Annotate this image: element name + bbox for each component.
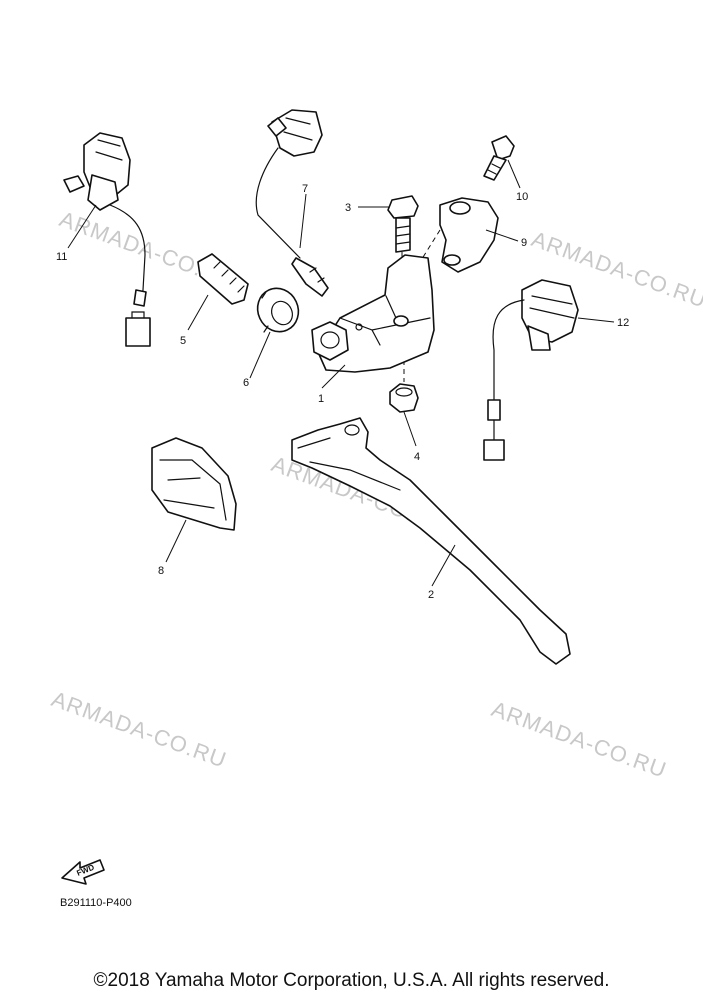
part-2-lever[interactable] xyxy=(291,417,571,665)
part-8-cover[interactable] xyxy=(151,437,237,531)
copyright-notice: ©2018 Yamaha Motor Corporation, U.S.A. A… xyxy=(93,970,610,991)
callout-2: 2 xyxy=(428,589,434,601)
fwd-arrow-icon: FWD xyxy=(61,859,105,885)
part-1-lever-holder[interactable] xyxy=(311,254,435,373)
part-10-bolt[interactable] xyxy=(483,135,515,181)
callout-8: 8 xyxy=(158,565,164,577)
part-6-ring[interactable] xyxy=(251,282,306,339)
callout-9: 9 xyxy=(521,237,527,249)
callout-3: 3 xyxy=(345,202,351,214)
callout-1: 1 xyxy=(318,393,324,405)
part-12-switch[interactable] xyxy=(483,279,579,461)
callout-4: 4 xyxy=(414,451,420,463)
leader-lines xyxy=(67,159,615,587)
callout-12: 12 xyxy=(617,317,629,329)
part-5-adjuster[interactable] xyxy=(197,253,249,305)
watermark-4: ARMADA-CO.RU xyxy=(48,686,230,773)
part-11-switch[interactable] xyxy=(63,132,151,347)
callout-11: 11 xyxy=(56,251,67,263)
diagram-code: B291110-P400 xyxy=(60,897,132,909)
part-4-nut[interactable] xyxy=(389,383,419,413)
callout-6: 6 xyxy=(243,377,249,389)
watermark-5: ARMADA-CO.RU xyxy=(488,696,670,783)
part-3-bolt[interactable] xyxy=(387,195,419,253)
callout-7: 7 xyxy=(302,183,308,195)
callout-5: 5 xyxy=(180,335,186,347)
callout-10: 10 xyxy=(516,191,528,203)
part-9-clamp[interactable] xyxy=(439,197,499,273)
part-7-switch-cable[interactable] xyxy=(255,109,329,297)
